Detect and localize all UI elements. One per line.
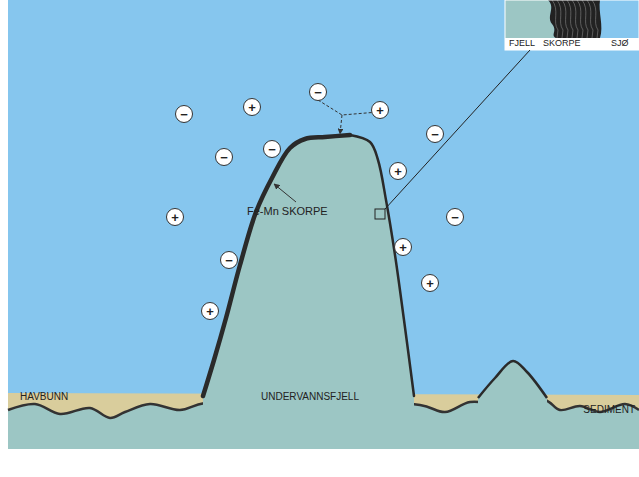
ion-circle: − (446, 208, 464, 226)
inset-label: SKORPE (543, 38, 581, 49)
inset-leader (385, 50, 530, 209)
fe-mn-crust (203, 135, 350, 396)
ion-sign: + (206, 305, 214, 318)
seamount (203, 135, 414, 412)
ion-sign: − (225, 254, 233, 267)
ion-circle: − (309, 83, 327, 101)
ion-sign: − (451, 211, 459, 224)
ion-sign: − (220, 151, 228, 164)
ion-sign: + (426, 277, 434, 290)
ion-sign: + (171, 211, 179, 224)
ion-circle: − (215, 148, 233, 166)
inset-marker (375, 209, 385, 219)
ion-circle: + (371, 101, 389, 119)
ion-circle: + (166, 208, 184, 226)
ion-sign: − (268, 143, 276, 156)
ion-circle: + (421, 274, 439, 292)
label-text: HAVBUNN (20, 391, 68, 402)
ion-sign: + (394, 165, 402, 178)
ion-circle: + (201, 302, 219, 320)
ion-sign: − (180, 108, 188, 121)
ion-circle: + (243, 98, 261, 116)
label-text: SEDIMENT (583, 404, 635, 415)
ion-circle: + (394, 238, 412, 256)
ion-circle: − (426, 125, 444, 143)
crust-label: Fe-Mn SKORPE (247, 205, 328, 218)
seamount-label: UNDERVANNSFJELL (261, 391, 359, 403)
ion-sign: − (314, 86, 322, 99)
sediment-label: SEDIMENT (583, 404, 635, 416)
seafloor-label: HAVBUNN (20, 391, 68, 403)
label-text: SJØ (611, 38, 629, 48)
ion-sign: + (248, 101, 256, 114)
ion-circle: − (175, 105, 193, 123)
inset-label: FJELL (509, 38, 535, 49)
label-text: FJELL (509, 38, 535, 48)
ion-circle: + (389, 162, 407, 180)
sea (8, 0, 639, 449)
ion-sign: + (399, 241, 407, 254)
ion-sign: + (376, 104, 384, 117)
crust-inset (505, 0, 639, 50)
small-seamount (478, 361, 547, 410)
crust-leader (274, 184, 296, 202)
label-text: SKORPE (543, 38, 581, 48)
label-text: Fe-Mn SKORPE (247, 205, 328, 217)
inset-label: SJØ (611, 38, 629, 49)
ion-sign: − (431, 128, 439, 141)
adsorption-path (318, 100, 378, 115)
label-text: UNDERVANNSFJELL (261, 391, 359, 402)
adsorption-arrow (340, 115, 342, 134)
ion-circle: − (220, 251, 238, 269)
ion-circle: − (263, 140, 281, 158)
